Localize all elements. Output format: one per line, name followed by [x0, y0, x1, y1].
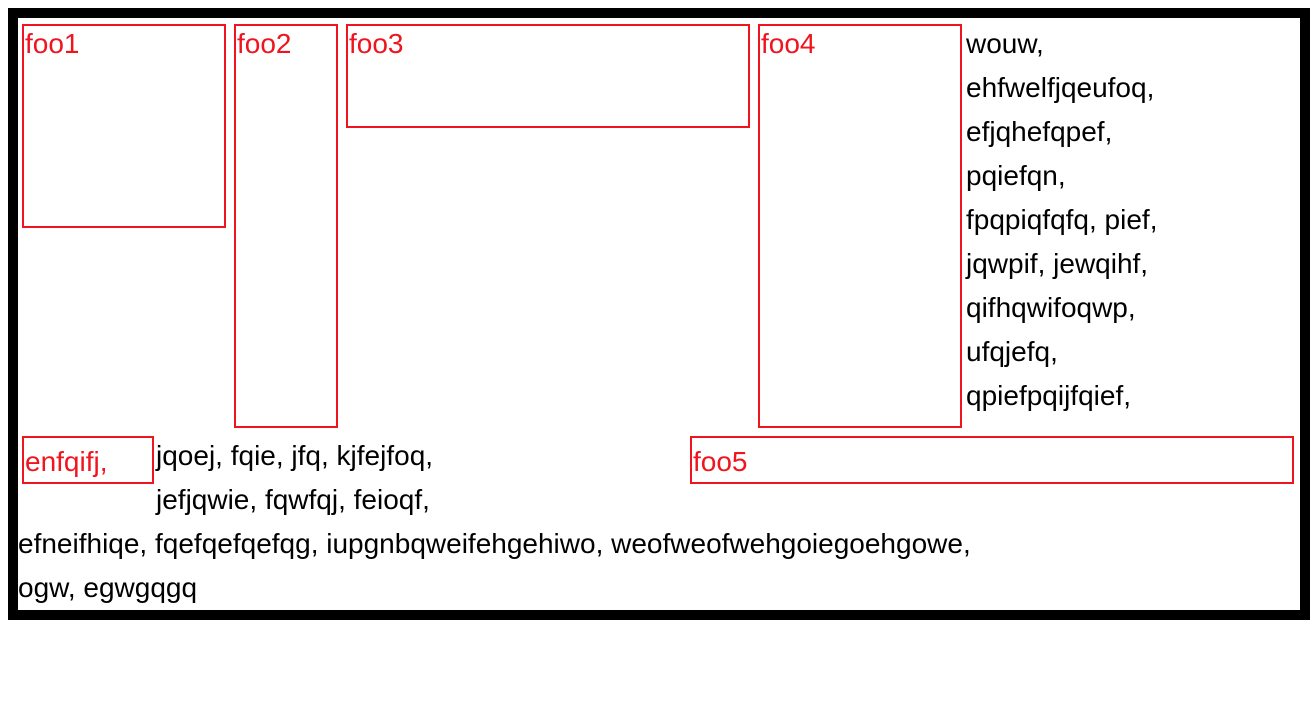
foo5-box: foo5: [690, 436, 1294, 484]
side-text-line: efjqhefqpef,: [966, 116, 1113, 147]
mid-text-block: jqoej, fqie, jfq, kjfejfoq, jefjqwie, fq…: [156, 434, 433, 522]
side-text-line: qpiefpqijfqief,: [966, 380, 1132, 411]
bottom-text-line: efneifhiqe, fqefqefqefqg, iupgnbqweifehg…: [18, 528, 971, 559]
side-text-line: fpqpiqfqfq, pief,: [966, 204, 1158, 235]
foo2-label: foo2: [237, 28, 292, 59]
inline-float-box: enfqifj,: [22, 436, 154, 484]
foo4-box: foo4: [758, 24, 962, 428]
side-text-block: wouw, ehfwelfjqeufoq, efjqhefqpef, pqief…: [966, 22, 1157, 418]
foo3-label: foo3: [349, 28, 404, 59]
outer-frame: foo1 foo2 foo3 foo4 wouw, ehfwelfjqeufoq…: [8, 8, 1310, 620]
foo4-label: foo4: [761, 28, 816, 59]
side-text-line: ufqjefq,: [966, 336, 1058, 367]
foo1-label: foo1: [25, 28, 80, 59]
side-text-line: qifhqwifoqwp,: [966, 292, 1136, 323]
side-text-line: pqiefqn,: [966, 160, 1066, 191]
bottom-text-line: ogw, egwgqgq: [18, 572, 198, 603]
inline-float-label: enfqifj,: [25, 446, 108, 477]
bottom-text-block: efneifhiqe, fqefqefqefqg, iupgnbqweifehg…: [18, 522, 971, 610]
side-text-line: jqwpif, jewqihf,: [966, 248, 1149, 279]
mid-text-line: jefjqwie, fqwfqj, feioqf,: [156, 484, 430, 515]
foo3-box: foo3: [346, 24, 750, 128]
side-text-line: ehfwelfjqeufoq,: [966, 72, 1155, 103]
side-text-line: wouw,: [966, 28, 1044, 59]
foo2-box: foo2: [234, 24, 338, 428]
mid-text-line: jqoej, fqie, jfq, kjfejfoq,: [156, 440, 434, 471]
foo1-box: foo1: [22, 24, 226, 228]
foo5-label: foo5: [693, 446, 748, 477]
